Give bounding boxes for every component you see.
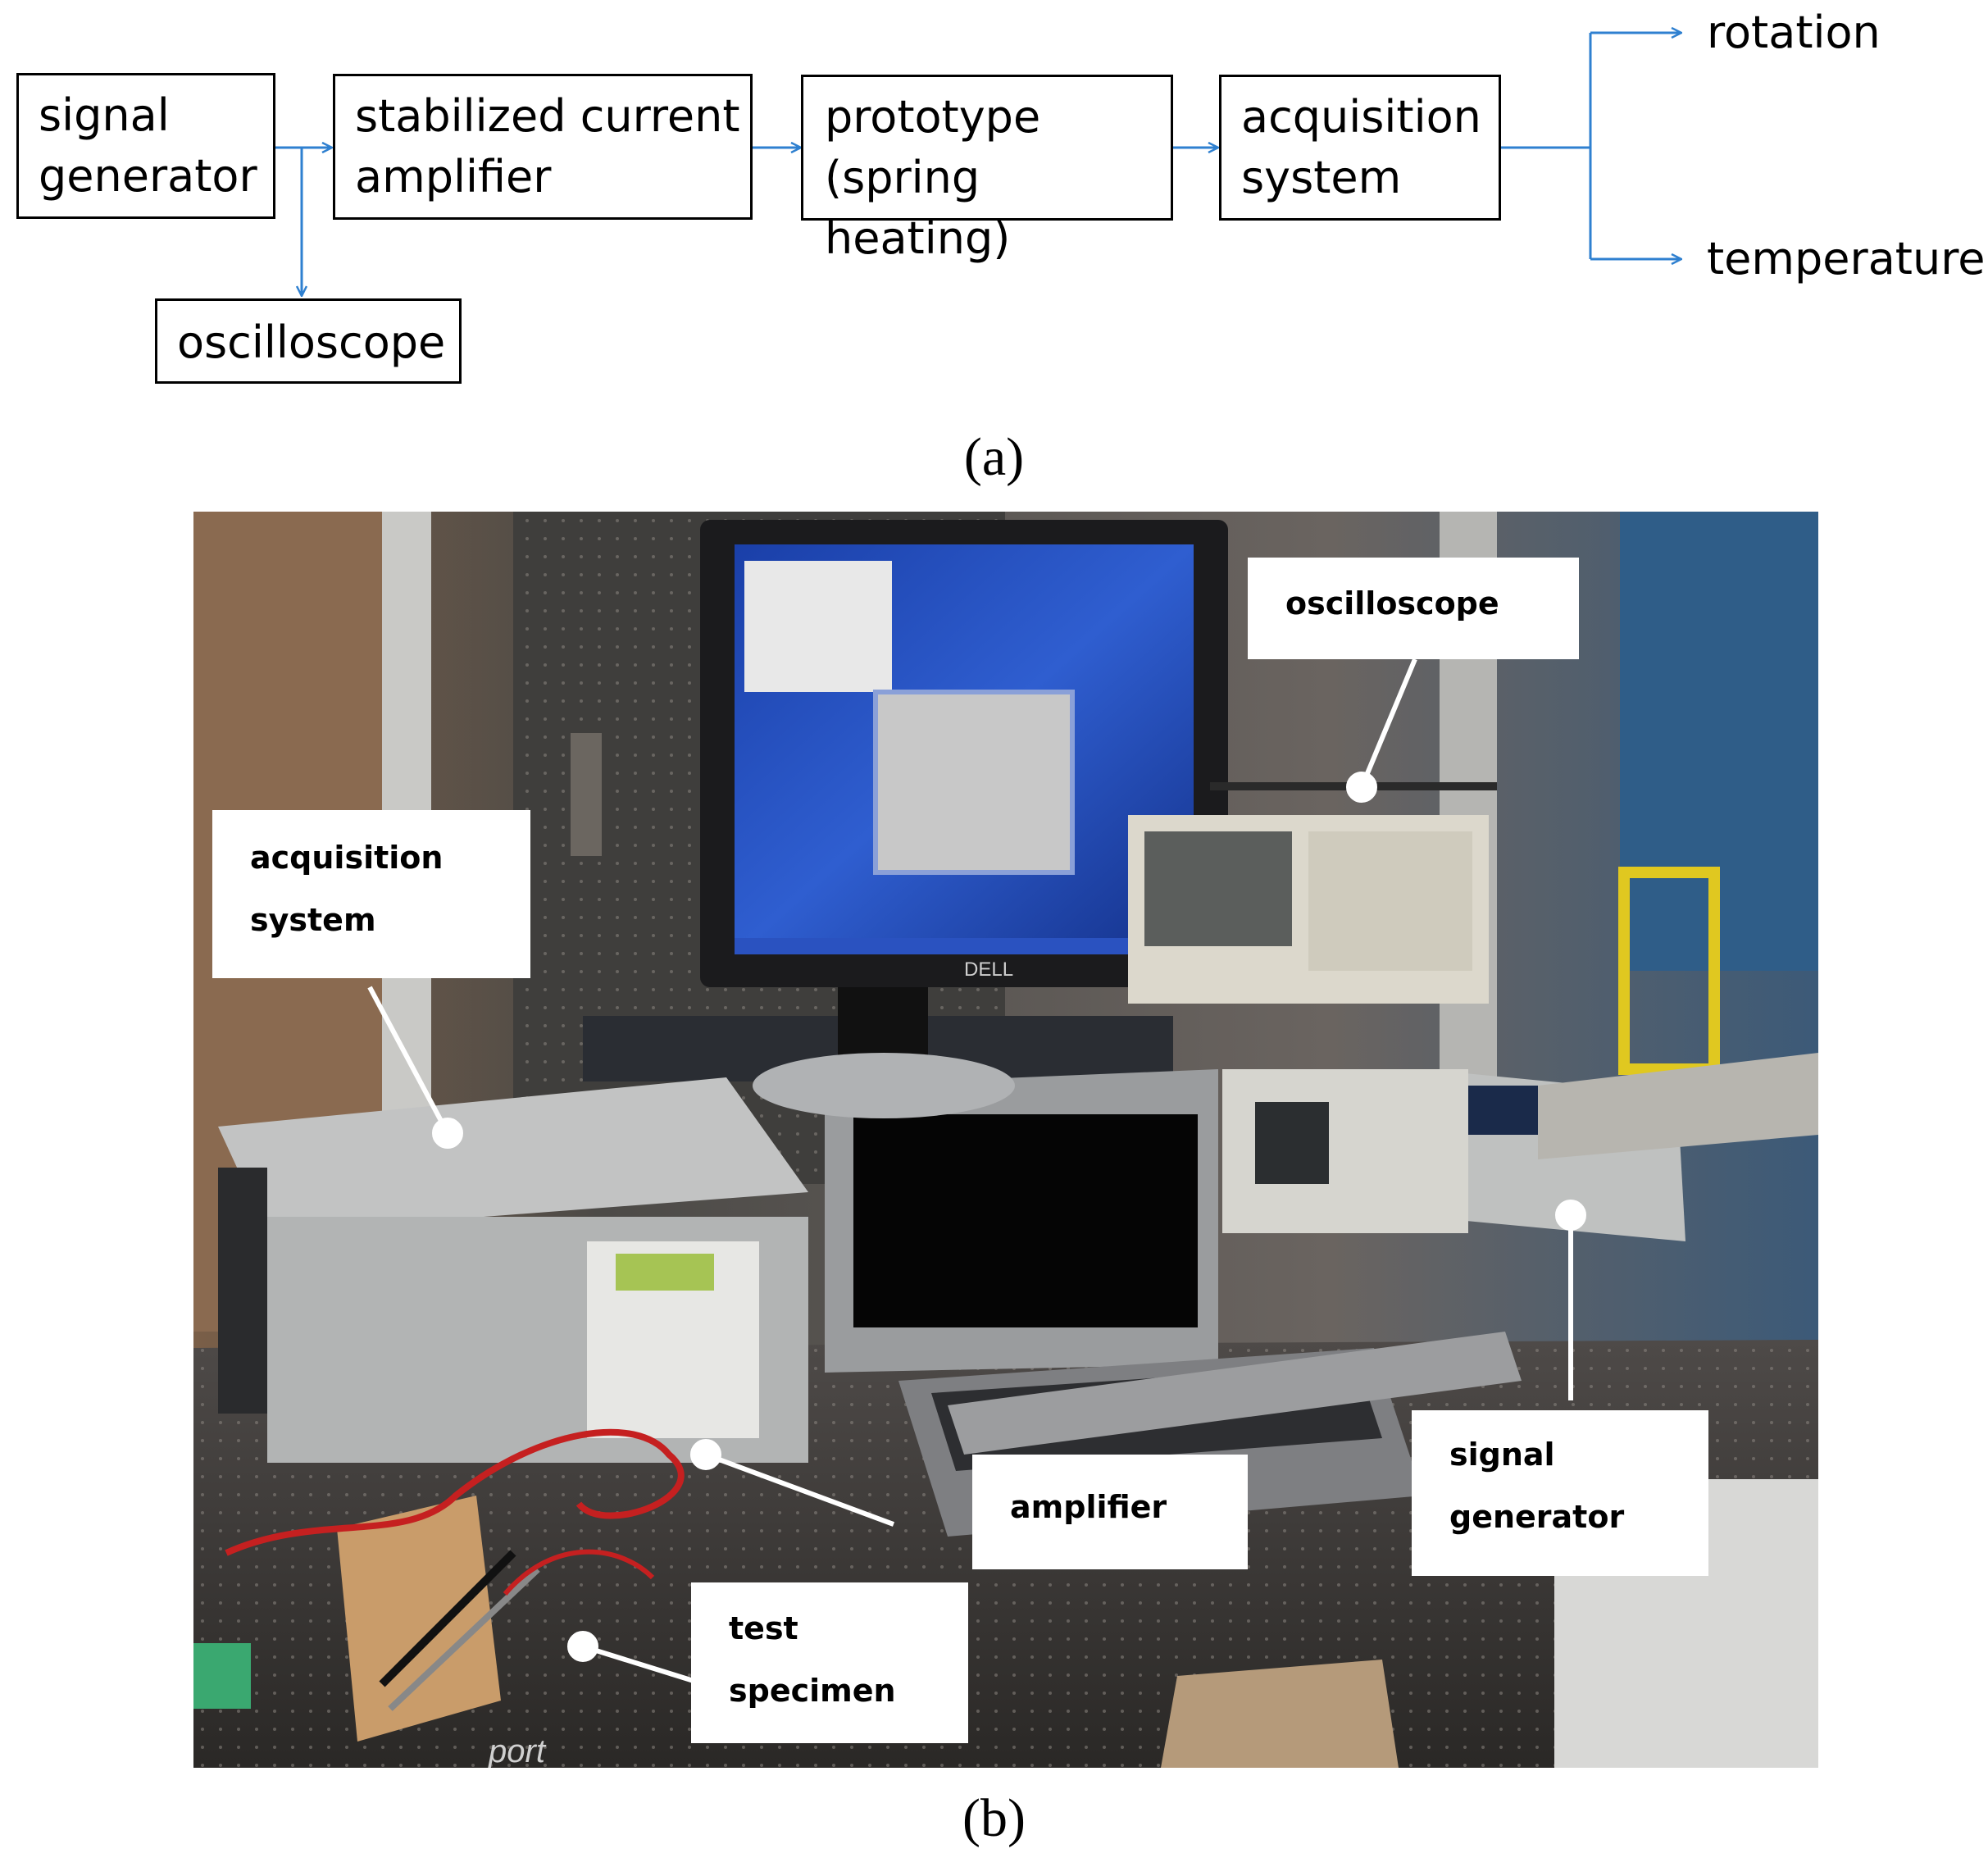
test-specimen-board xyxy=(337,1496,501,1742)
pointer-test-specimen xyxy=(582,1644,694,1683)
monitor-brand: DELL xyxy=(964,958,1013,981)
acquisition-lcd xyxy=(616,1254,714,1291)
callout-test-specimen: test specimen xyxy=(691,1582,968,1743)
monitor-base xyxy=(753,1053,1015,1118)
callout-acquisition-system: acquisition system xyxy=(212,810,530,978)
diagram-arrows xyxy=(275,0,1988,410)
caption-a: (a) xyxy=(963,427,1025,487)
box-stabilized-current-amplifier: stabilized current amplifier xyxy=(333,74,753,220)
box-acquisition-system: acquisition system xyxy=(1219,75,1501,221)
output-temperature: temperature xyxy=(1707,233,1986,285)
pointer-amplifier xyxy=(704,1452,895,1527)
box-oscilloscope: oscilloscope xyxy=(155,298,462,384)
photo-illustration: DELL port xyxy=(193,512,1818,1768)
pegboard-squares xyxy=(571,733,602,856)
output-rotation: rotation xyxy=(1707,7,1881,58)
box-signal-generator: signal generator xyxy=(16,73,275,219)
caption-b: (b) xyxy=(962,1788,1026,1848)
yellow-fixture xyxy=(1618,867,1720,1075)
laptop-screen-back xyxy=(948,1332,1522,1455)
red-wires xyxy=(225,1428,685,1556)
callout-amplifier: amplifier xyxy=(972,1455,1248,1569)
table-brand: port xyxy=(488,1733,547,1768)
lab-setup-photo: DELL port xyxy=(193,512,1818,1768)
block-diagram: signal generator stabilized current ampl… xyxy=(0,0,1988,410)
acquisition-system-top xyxy=(218,1077,808,1233)
callout-oscilloscope: oscilloscope xyxy=(1248,558,1579,659)
callout-signal-generator: signal generator xyxy=(1412,1410,1708,1576)
green-card xyxy=(193,1643,251,1709)
cardboard-box xyxy=(1161,1660,1399,1768)
pointer-oscilloscope xyxy=(1359,658,1417,789)
box-prototype: prototype (spring heating) xyxy=(801,75,1173,264)
pointer-acquisition xyxy=(367,986,450,1135)
